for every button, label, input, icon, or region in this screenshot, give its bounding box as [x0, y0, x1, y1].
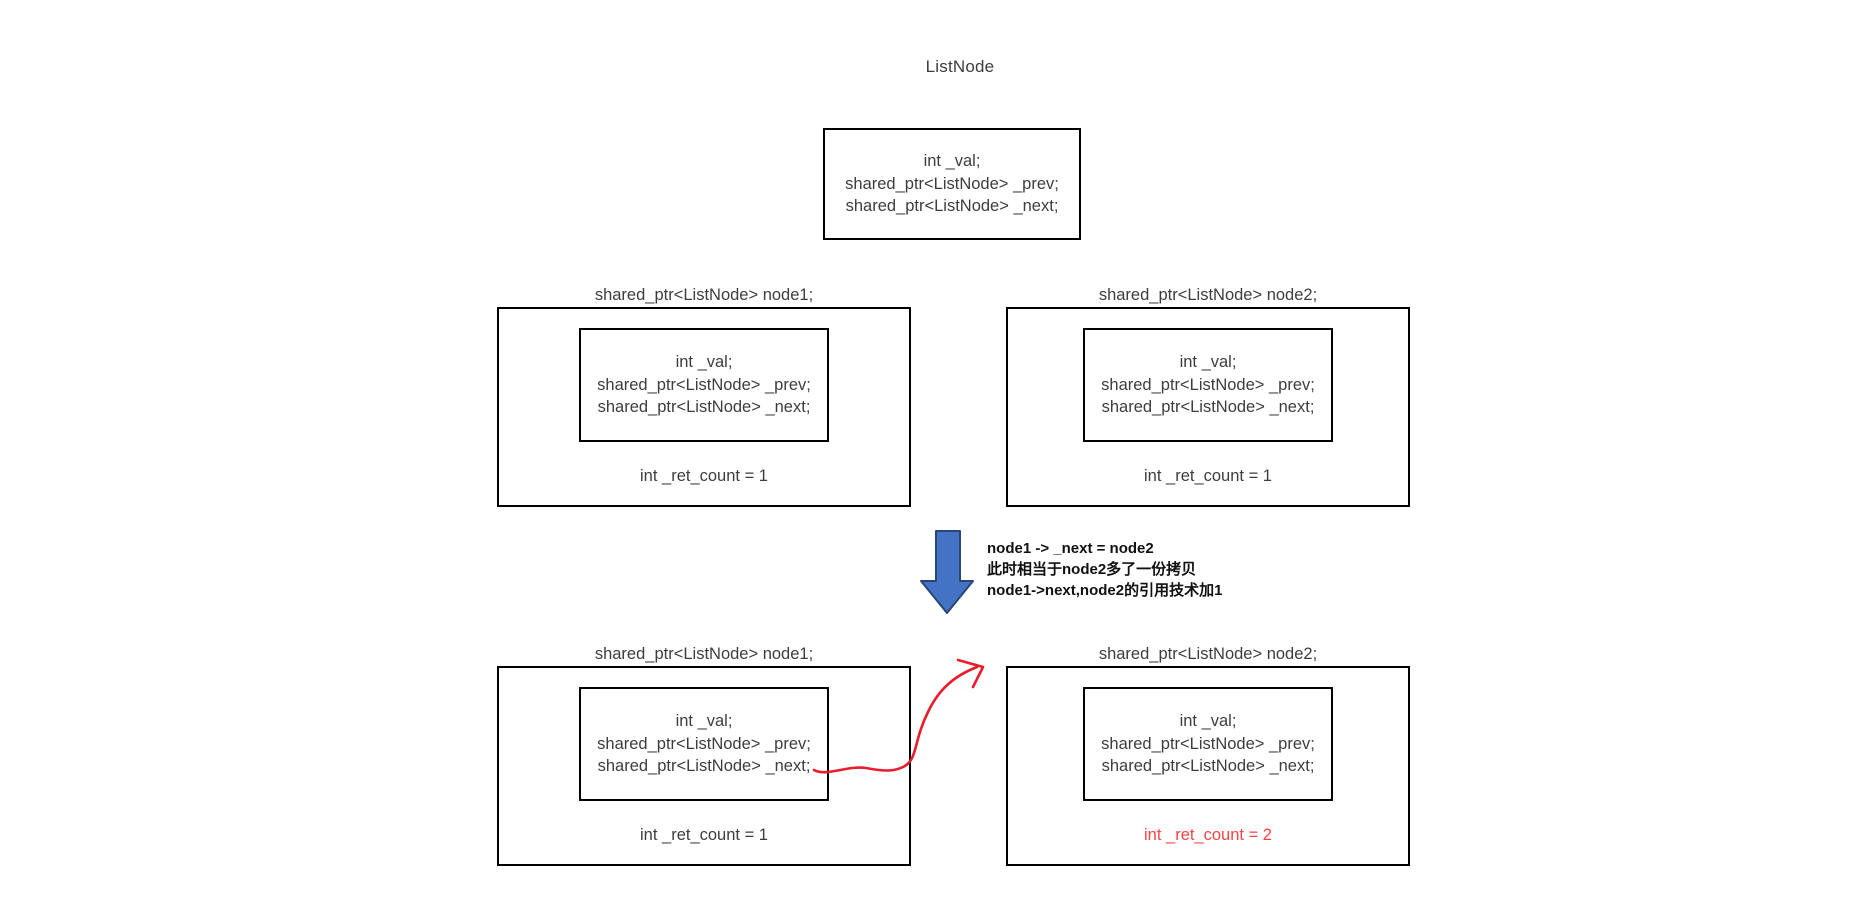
annotation-line-1: node1 -> _next = node2 — [987, 540, 1154, 557]
struct-field-prev: shared_ptr<ListNode> _prev; — [845, 174, 1059, 193]
struct-field-next: shared_ptr<ListNode> _next; — [597, 757, 811, 776]
node2-before-box: int _val; shared_ptr<ListNode> _prev; sh… — [1006, 307, 1410, 507]
red-arrowhead-icon — [956, 658, 985, 689]
node1-after-ret-count: int _ret_count = 1 — [640, 826, 768, 844]
struct-field-val: int _val; — [1179, 712, 1237, 731]
node1-declaration-label: shared_ptr<ListNode> node1; — [594, 286, 814, 304]
annotation-line-3: node1->next,node2的引用技术加1 — [987, 582, 1223, 599]
node1-before-ret-count: int _ret_count = 1 — [640, 467, 768, 485]
node2-after-struct-box: int _val; shared_ptr<ListNode> _prev; sh… — [1083, 687, 1333, 801]
struct-field-next: shared_ptr<ListNode> _next; — [845, 197, 1059, 216]
node1-before-struct-box: int _val; shared_ptr<ListNode> _prev; sh… — [579, 328, 829, 442]
node1-after-struct-box: int _val; shared_ptr<ListNode> _prev; sh… — [579, 687, 829, 801]
node2-before-struct-box: int _val; shared_ptr<ListNode> _prev; sh… — [1083, 328, 1333, 442]
node1-after-box: int _val; shared_ptr<ListNode> _prev; sh… — [497, 666, 911, 866]
node1-after-group: shared_ptr<ListNode> node1; int _val; sh… — [497, 645, 911, 866]
node2-declaration-label: shared_ptr<ListNode> node2; — [1098, 645, 1318, 663]
struct-field-val: int _val; — [1179, 353, 1237, 372]
struct-field-next: shared_ptr<ListNode> _next; — [1101, 757, 1315, 776]
node2-before-ret-count: int _ret_count = 1 — [1144, 467, 1272, 485]
down-arrow-icon — [920, 530, 974, 614]
struct-field-prev: shared_ptr<ListNode> _prev; — [597, 734, 811, 753]
diagram-title: ListNode — [925, 57, 995, 76]
node2-after-ret-count: int _ret_count = 2 — [1144, 826, 1272, 844]
node1-before-box: int _val; shared_ptr<ListNode> _prev; sh… — [497, 307, 911, 507]
struct-field-prev: shared_ptr<ListNode> _prev; — [1101, 734, 1315, 753]
node1-before-group: shared_ptr<ListNode> node1; int _val; sh… — [497, 286, 911, 507]
listnode-struct-box: int _val; shared_ptr<ListNode> _prev; sh… — [823, 128, 1081, 240]
struct-field-prev: shared_ptr<ListNode> _prev; — [597, 375, 811, 394]
struct-field-val: int _val; — [923, 152, 981, 171]
node1-declaration-label: shared_ptr<ListNode> node1; — [594, 645, 814, 663]
assignment-annotation: node1 -> _next = node2 此时相当于node2多了一份拷贝 … — [987, 538, 1222, 601]
struct-field-val: int _val; — [675, 353, 733, 372]
annotation-line-2: 此时相当于node2多了一份拷贝 — [987, 561, 1197, 578]
struct-field-prev: shared_ptr<ListNode> _prev; — [1101, 375, 1315, 394]
struct-field-next: shared_ptr<ListNode> _next; — [1101, 398, 1315, 417]
node2-after-group: shared_ptr<ListNode> node2; int _val; sh… — [1006, 645, 1410, 866]
struct-field-val: int _val; — [675, 712, 733, 731]
node2-after-box: int _val; shared_ptr<ListNode> _prev; sh… — [1006, 666, 1410, 866]
node2-before-group: shared_ptr<ListNode> node2; int _val; sh… — [1006, 286, 1410, 507]
struct-field-next: shared_ptr<ListNode> _next; — [597, 398, 811, 417]
node2-declaration-label: shared_ptr<ListNode> node2; — [1098, 286, 1318, 304]
